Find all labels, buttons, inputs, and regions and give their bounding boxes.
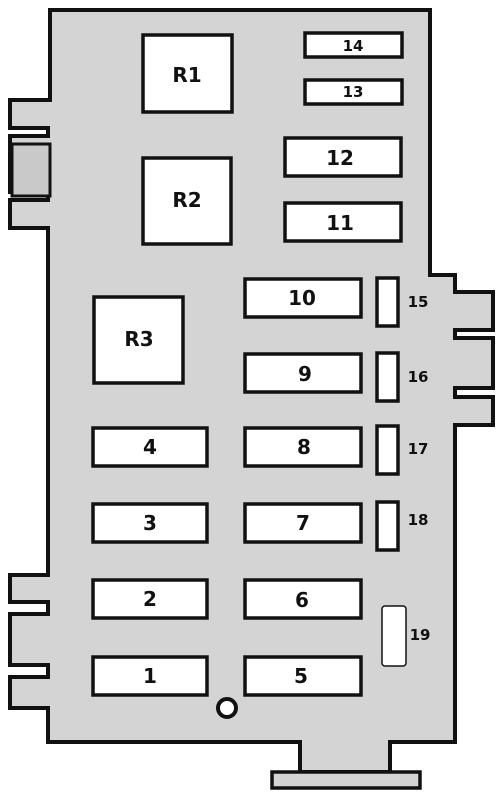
fuse-8[interactable]: 8	[243, 426, 363, 468]
fuse-3[interactable]: 3	[91, 502, 209, 544]
fuse-label-18: 18	[408, 511, 429, 529]
relay-r3[interactable]: R3	[92, 295, 185, 385]
fuse-label-7: 7	[296, 511, 310, 535]
fuse-label-14: 14	[343, 37, 364, 55]
fuse-label-19: 19	[410, 626, 431, 644]
side-connector	[10, 142, 52, 198]
relay-label-r2: R2	[172, 188, 201, 212]
fuse-14[interactable]: 14	[303, 31, 404, 59]
fuse-label-13: 13	[343, 83, 364, 101]
fuse-label-11: 11	[326, 211, 354, 235]
fuse-16[interactable]: 16	[375, 351, 429, 403]
relay-label-r1: R1	[172, 63, 201, 87]
fuse-12[interactable]: 12	[283, 136, 403, 178]
fuse-15[interactable]: 15	[375, 276, 429, 328]
fuse-label-5: 5	[294, 664, 308, 688]
fuse-label-2: 2	[143, 587, 157, 611]
fuse-10[interactable]: 10	[243, 277, 363, 319]
fuse-label-4: 4	[143, 435, 157, 459]
fuse-label-6: 6	[295, 588, 309, 612]
fuse-label-9: 9	[298, 362, 312, 386]
fuse-label-3: 3	[143, 511, 157, 535]
fuse-7[interactable]: 7	[243, 502, 363, 544]
relay-r2[interactable]: R2	[141, 156, 233, 246]
bottom-tab	[270, 770, 422, 790]
fuse-18[interactable]: 18	[375, 500, 429, 552]
relay-r1[interactable]: R1	[141, 33, 234, 114]
relay-label-r3: R3	[124, 327, 153, 351]
fuse-6[interactable]: 6	[243, 578, 363, 620]
fuse-label-15: 15	[408, 293, 429, 311]
fuse-label-17: 17	[408, 440, 429, 458]
fuse-5[interactable]: 5	[243, 655, 363, 697]
fuse-label-16: 16	[408, 368, 429, 386]
fuse-label-12: 12	[326, 146, 354, 170]
fuse-label-10: 10	[288, 286, 316, 310]
mounting-hole	[216, 697, 238, 719]
fuse-13[interactable]: 13	[303, 78, 404, 106]
fuse-11[interactable]: 11	[283, 201, 403, 243]
fuse-1[interactable]: 1	[91, 655, 209, 697]
fuse-19[interactable]: 19	[381, 605, 431, 667]
fuse-2[interactable]: 2	[91, 578, 209, 620]
fuse-4[interactable]: 4	[91, 426, 209, 468]
fuse-label-8: 8	[297, 435, 311, 459]
fuse-label-1: 1	[143, 664, 157, 688]
fuse-17[interactable]: 17	[375, 424, 429, 476]
fuse-9[interactable]: 9	[243, 352, 363, 394]
